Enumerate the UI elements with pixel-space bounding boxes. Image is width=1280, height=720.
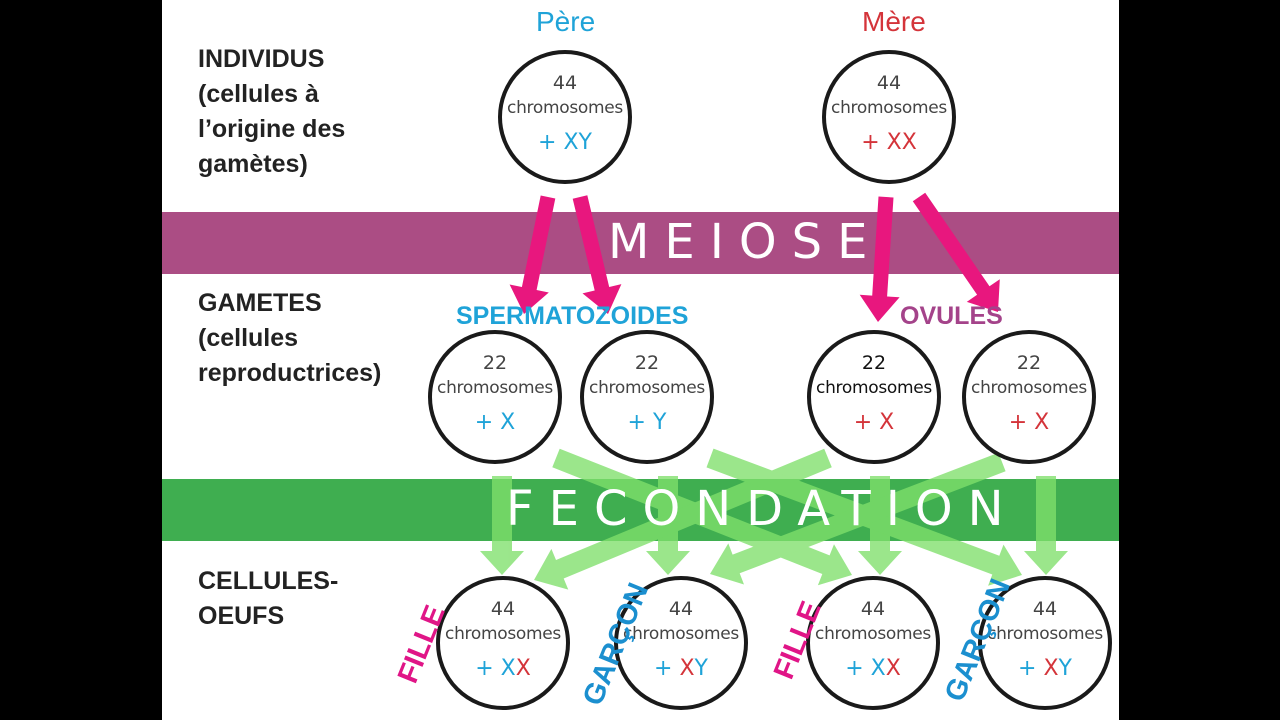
egg-cell-4: 44 chromosomes + XY — [978, 576, 1112, 710]
sex-chromosome-1: X — [879, 410, 895, 435]
sex-chromosomes: + XX — [826, 130, 952, 155]
chromosome-word: chromosomes — [589, 378, 705, 398]
chromosome-count: 22 — [861, 352, 887, 374]
sex-chromosomes: + XX — [810, 656, 936, 681]
chromosome-word: chromosomes — [815, 624, 931, 644]
fertilization-arrow — [1024, 476, 1068, 575]
plus-sign: + — [1008, 410, 1035, 435]
sex-chromosome-1: X — [500, 410, 516, 435]
chromosome-count: 44 — [668, 598, 694, 620]
meiosis-arrow — [509, 195, 556, 314]
row-label-line: reproductrices) — [198, 359, 382, 387]
chromosome-count: 22 — [634, 352, 660, 374]
sex-chromosome-2: Y — [1058, 656, 1072, 681]
chromosome-word: chromosomes — [445, 624, 561, 644]
plus-sign: + — [627, 410, 653, 435]
fertilization-arrows — [480, 448, 1068, 590]
sex-chromosome-2: Y — [694, 656, 708, 681]
chromosome-count: 44 — [490, 598, 516, 620]
chromosome-word: chromosomes — [816, 378, 932, 398]
sex-chromosome-1: X — [1034, 410, 1050, 435]
chromosome-count: 44 — [860, 598, 886, 620]
chromosome-count: 44 — [552, 72, 578, 94]
fertilization-arrow — [710, 452, 1006, 585]
chromosome-word: chromosomes — [507, 98, 623, 118]
chromosome-count: 22 — [482, 352, 508, 374]
plus-sign: + — [474, 410, 501, 435]
row-label-line: l’origine des — [198, 115, 346, 143]
row-label-line: INDIVIDUS — [198, 45, 325, 73]
sex-chromosomes: + XY — [618, 656, 744, 681]
chromosome-word: chromosomes — [987, 624, 1103, 644]
row-label-line: GAMETES — [198, 289, 322, 317]
sex-chromosomes: + X — [811, 410, 937, 435]
meiose-label: MEIOSE — [608, 214, 883, 270]
row-label-line: CELLULES- — [198, 567, 339, 595]
sex-chromosome-1: X — [500, 656, 516, 681]
meiosis-arrow — [572, 195, 622, 314]
chromosome-word: chromosomes — [437, 378, 553, 398]
chromosome-word: chromosomes — [623, 624, 739, 644]
sex-chromosome-2: X — [515, 656, 531, 681]
meiosis-arrow — [859, 196, 900, 322]
fecondation-label: FECONDATION — [506, 481, 1019, 537]
row-label-line: (cellules — [198, 324, 299, 352]
ovum-cell-1: 22 chromosomes + X — [807, 330, 941, 464]
ovum-cell-2: 22 chromosomes + X — [962, 330, 1096, 464]
sex-chromosome-1: X — [1043, 656, 1059, 681]
plus-sign: + — [853, 410, 880, 435]
sex-chromosomes: + XX — [440, 656, 566, 681]
sex-chromosomes: + X — [432, 410, 558, 435]
sex-chromosome-1: Y — [652, 410, 667, 435]
sex-chromosomes: + XY — [502, 130, 628, 155]
sex-chromosomes: + XY — [982, 656, 1108, 681]
chromosome-count: 44 — [876, 72, 902, 94]
plus-sign: + — [1018, 656, 1044, 681]
meiosis-arrow — [912, 192, 1000, 312]
row-label-individus: INDIVIDUS (cellules à l’origine des gamè… — [198, 42, 345, 182]
sperm-x-cell: 22 chromosomes + X — [428, 330, 562, 464]
egg-cell-2: 44 chromosomes + XY — [614, 576, 748, 710]
diagram-canvas — [162, 192, 1119, 590]
spermatozoides-title: SPERMATOZOIDES — [456, 302, 689, 330]
father-cell: 44 chromosomes + XY — [498, 50, 632, 184]
chromosome-count: 22 — [1016, 352, 1042, 374]
row-label-line: (cellules à — [198, 80, 319, 108]
row-label-oeufs: CELLULES- OEUFS — [198, 564, 338, 634]
plus-sign: + — [538, 130, 564, 155]
plus-sign: + — [475, 656, 501, 681]
sperm-y-cell: 22 chromosomes + Y — [580, 330, 714, 464]
sex-chromosome-1: X — [679, 656, 695, 681]
sex-chromosome-2: X — [901, 130, 917, 155]
row-label-line: OEUFS — [198, 602, 285, 630]
sex-chromosomes: + X — [966, 410, 1092, 435]
plus-sign: + — [845, 656, 871, 681]
sex-chromosome-1: X — [870, 656, 886, 681]
mother-title: Mère — [862, 6, 926, 37]
sex-chromosomes: + Y — [584, 410, 710, 435]
ovules-title: OVULES — [900, 302, 1003, 330]
sex-chromosome-1: X — [886, 130, 902, 155]
mother-cell: 44 chromosomes + XX — [822, 50, 956, 184]
egg-cell-3: 44 chromosomes + XX — [806, 576, 940, 710]
chromosome-word: chromosomes — [971, 378, 1087, 398]
fertilization-arrow — [480, 476, 524, 575]
chromosome-count: 44 — [1032, 598, 1058, 620]
row-label-line: gamètes) — [198, 150, 308, 178]
sex-chromosome-2: X — [885, 656, 901, 681]
plus-sign: + — [861, 130, 887, 155]
father-title: Père — [536, 6, 596, 37]
slide: INDIVIDUS (cellules à l’origine des gamè… — [162, 0, 1119, 720]
sex-chromosome-1: X — [563, 130, 579, 155]
meiosis-arrows — [509, 192, 1000, 322]
sex-chromosome-2: Y — [578, 130, 592, 155]
egg-cell-1: 44 chromosomes + XX — [436, 576, 570, 710]
row-label-gametes: GAMETES (cellules reproductrices) — [198, 286, 381, 391]
chromosome-word: chromosomes — [831, 98, 947, 118]
plus-sign: + — [654, 656, 680, 681]
